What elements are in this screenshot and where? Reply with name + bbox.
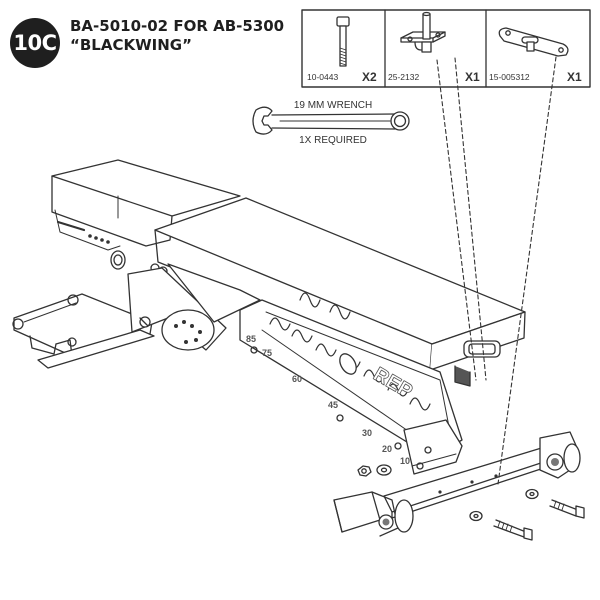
tool-note: 1X REQUIRED [299,135,367,146]
rear-upright [403,419,463,475]
step-number: 10C [13,31,57,55]
part-number-3: 15-005312 [489,72,530,82]
part-qty-1: X2 [362,70,377,84]
angle-label-45: 45 [328,400,338,410]
angle-label-75: 75 [262,348,272,358]
wrench-icon [252,106,410,135]
bolt-icon [336,16,350,67]
lower-bolt-right [525,488,585,519]
tool-name: 19 MM WRENCH [294,100,372,111]
angle-label-30: 30 [362,428,372,438]
angle-label-20: 20 [382,444,392,454]
part-number-2: 25-2132 [388,72,419,82]
front-leg [12,293,155,369]
part-qty-3: X1 [567,70,582,84]
parts-box: 10-0443 X2 25-2132 X1 15-005312 X1 [301,9,591,88]
angle-label-60: 60 [292,374,302,384]
title-line-2: “BLACKWING” [70,36,192,54]
main-frame [127,263,261,351]
part-number-1: 10-0443 [307,72,338,82]
bracket-icon [400,11,446,53]
back-pad [154,197,526,387]
title-line-1: BA-5010-02 FOR AB-5300 [70,17,285,35]
angle-label-85: 85 [246,334,256,344]
page-title: BA-5010-02 FOR AB-5300 “BLACKWING” [70,17,284,55]
step-number-badge: 10C [10,18,60,68]
angle-label-10: 10 [400,456,410,466]
nut-and-washer [357,464,392,477]
plate-icon [498,27,569,57]
lower-bolt-left [469,510,533,541]
callout-lines [436,56,557,485]
bench-illustration: 85 75 60 45 30 20 10 REP [12,159,585,541]
part-qty-2: X1 [465,70,480,84]
rear-crossbar [333,431,581,537]
